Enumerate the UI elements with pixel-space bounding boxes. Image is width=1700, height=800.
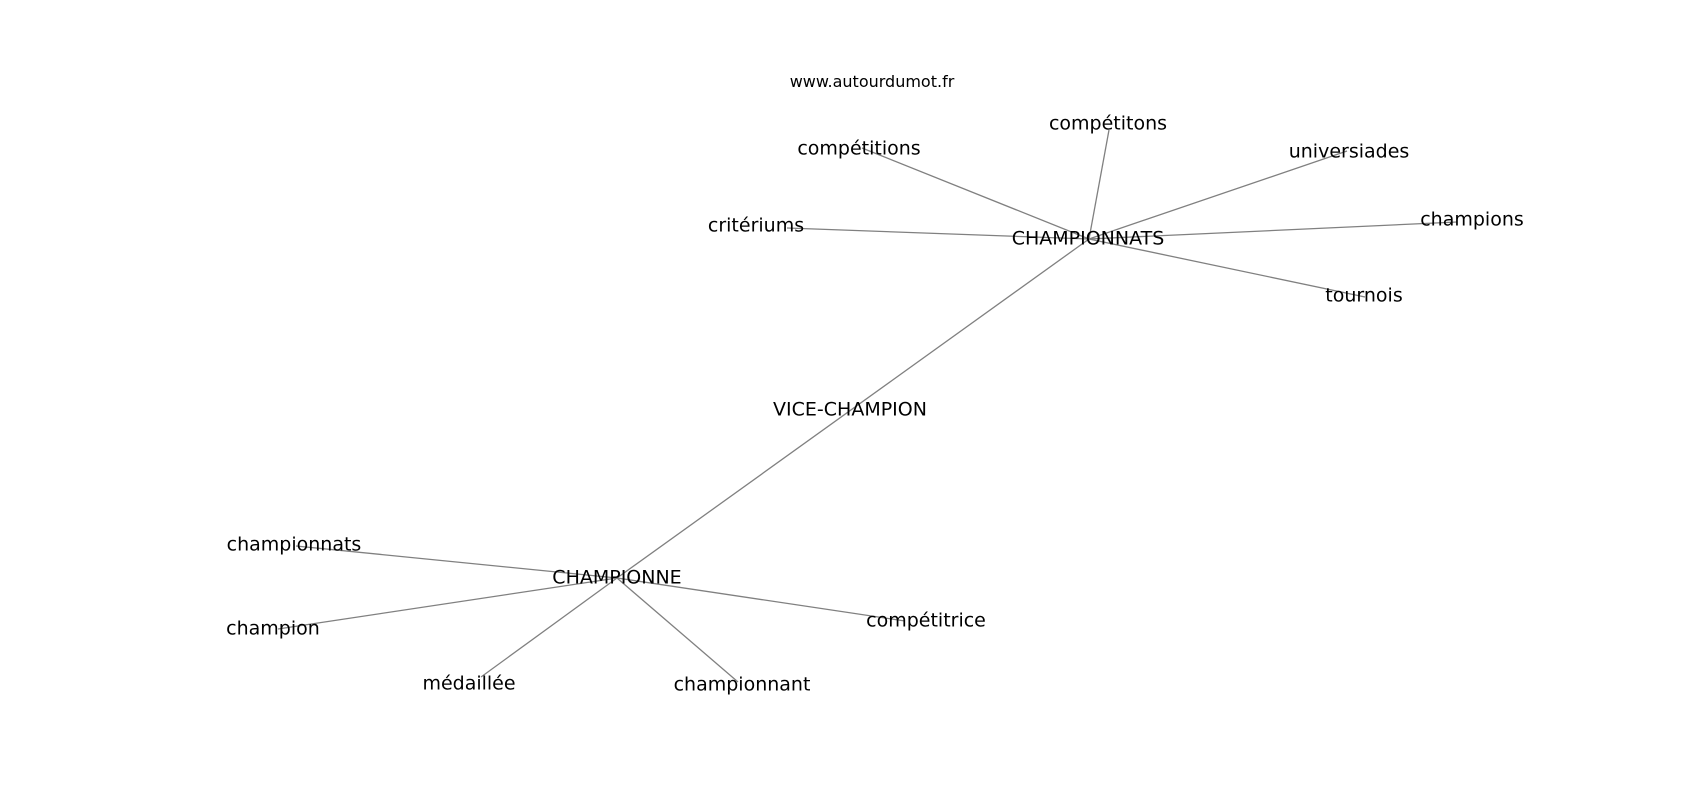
edge-championnats_hub-tournois [1088,238,1366,298]
edge-championnats_hub-criteriums [786,227,1090,240]
edge-championne_hub-medaillee [480,577,618,678]
edge-championnats_hub-champions [1088,221,1458,240]
node-competitons: compétitons [1048,112,1168,135]
node-universiades: universiades [1288,140,1410,163]
edge-championnats_hub-championne_hub [616,238,1090,579]
edge-championne_hub-championnats [295,545,618,579]
watermark-text: www.autourdumot.fr [789,72,955,91]
node-championnant: championnant [673,673,811,696]
node-championne-hub: CHAMPIONNE [552,566,682,589]
node-criteriums: critériums [707,214,805,237]
node-competitions: compétitions [797,137,921,160]
node-competitrice: compétitrice [866,609,986,632]
node-championnats-hub: CHAMPIONNATS [1011,227,1165,250]
edge-championne_hub-championnant [616,577,739,683]
edge-championne_hub-champion [277,577,618,630]
edge-championne_hub-competitrice [616,577,906,622]
node-tournois: tournois [1325,284,1403,307]
node-championnats: championnats [226,533,362,556]
node-champion: champion [226,617,320,640]
node-vice-champion: VICE-CHAMPION [773,398,927,421]
node-champions: champions [1420,208,1524,231]
edge-championnats_hub-competitons [1088,129,1110,240]
edge-championnats_hub-universiades [1088,150,1348,240]
node-medaillee: médaillée [422,672,516,695]
edge-championnats_hub-competitions [861,147,1090,240]
